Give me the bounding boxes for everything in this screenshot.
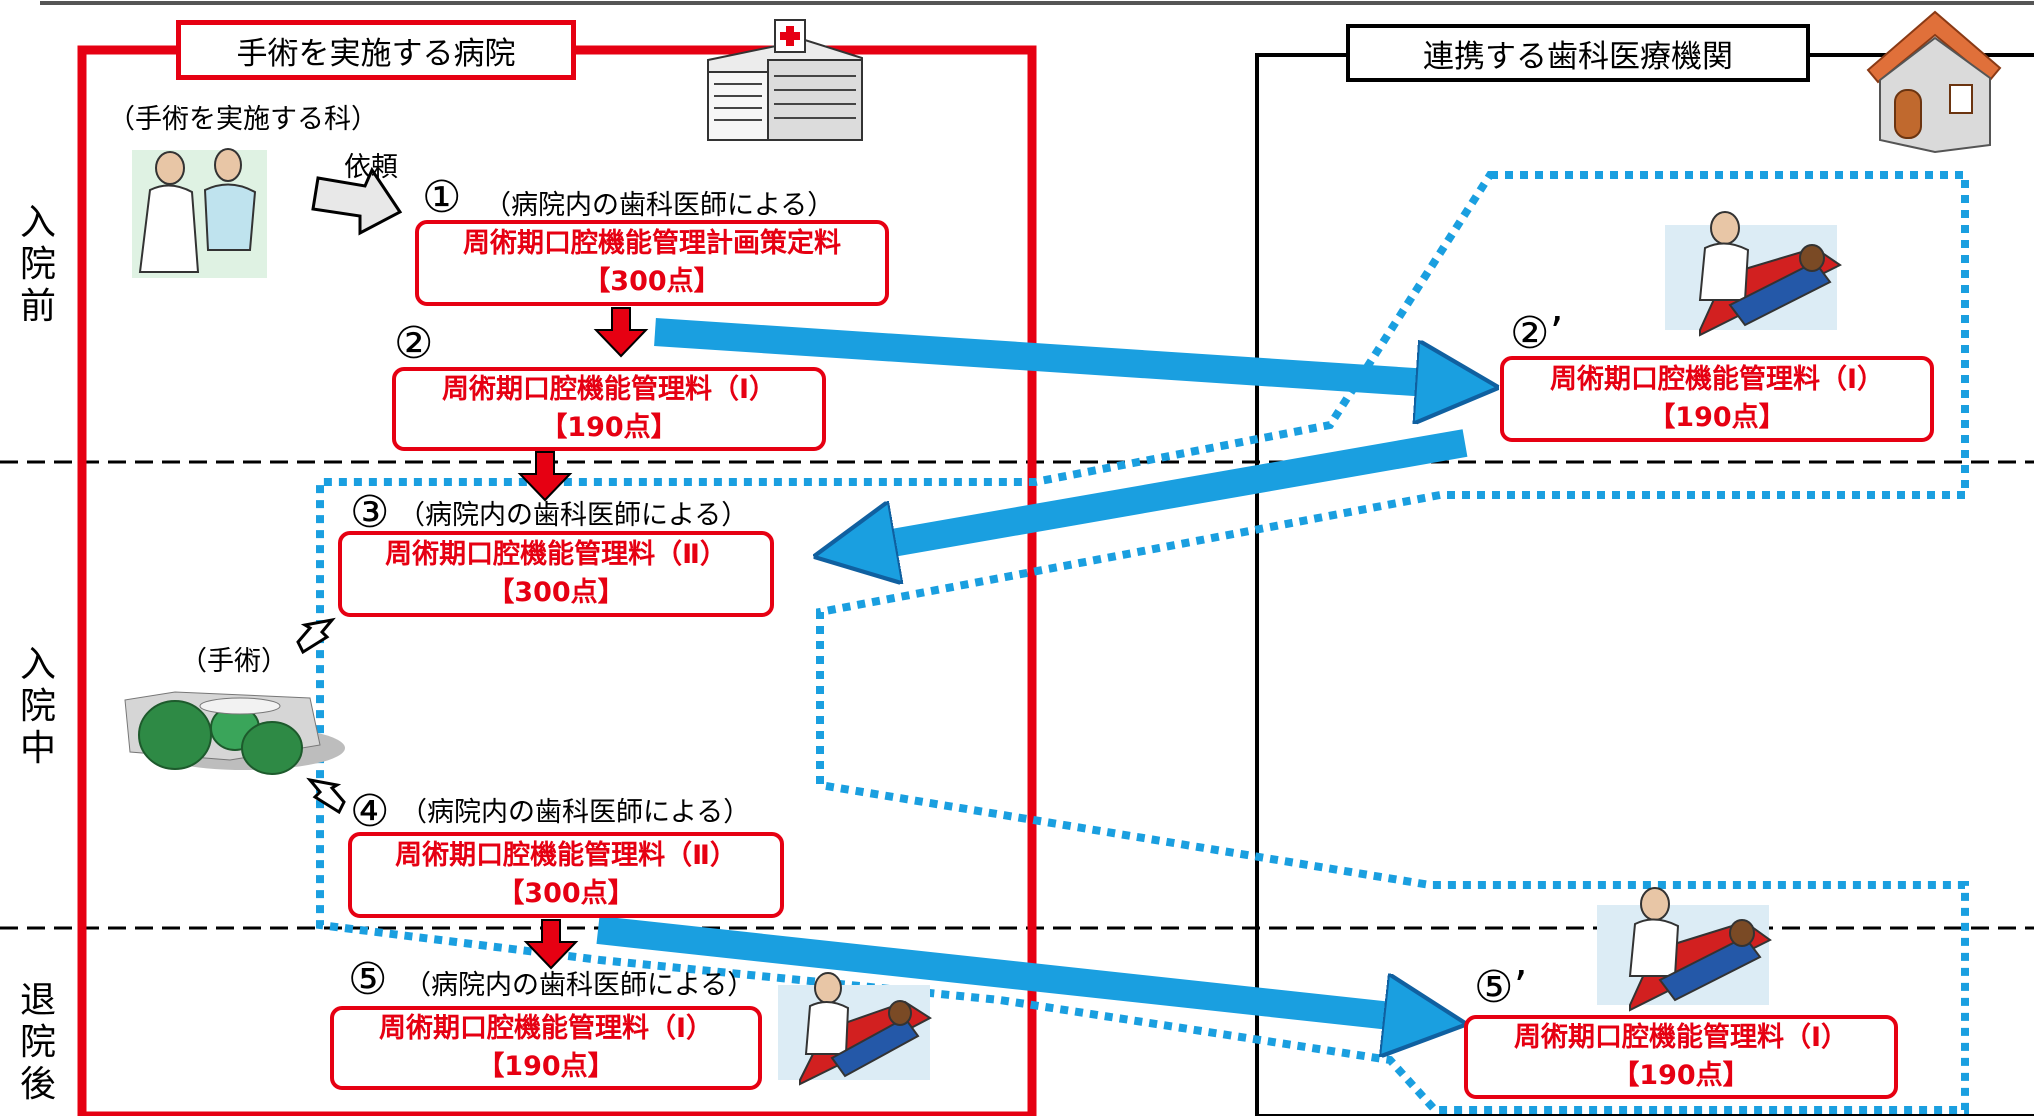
fee-name: 周術期口腔機能管理料（Ⅰ） <box>1513 1022 1849 1053</box>
dental-chair-icon <box>778 972 932 1086</box>
surgery-team-icon <box>124 691 345 775</box>
fee-points: 【190点】 <box>1648 402 1786 433</box>
red-down-arrows <box>517 307 649 970</box>
step-note: （病院内の歯科医師による） <box>400 797 751 828</box>
phase-label-before: 入院前 <box>19 202 56 327</box>
blue-flow-arrows <box>596 318 1465 1020</box>
dental-chair-icon <box>1597 887 1772 1012</box>
fee-points: 【300点】 <box>487 577 625 608</box>
dental-chair-icon <box>1665 211 1842 337</box>
fee-points: 【190点】 <box>1612 1060 1750 1091</box>
fee-box-step-2-dash: 周術期口腔機能管理料（Ⅰ） 【190点】 <box>1500 356 1934 442</box>
phase-label-during: 入院中 <box>19 644 56 769</box>
request-arrow <box>311 166 403 236</box>
step-number: ⑤’ <box>1474 962 1528 1013</box>
surgery-arrows <box>296 617 346 815</box>
step-number: ④ <box>350 786 390 837</box>
fee-box-step-2: 周術期口腔機能管理料（Ⅰ） 【190点】 <box>392 367 826 451</box>
phase-label-after: 退院後 <box>19 980 56 1105</box>
fee-box-step-5-dash: 周術期口腔機能管理料（Ⅰ） 【190点】 <box>1464 1015 1898 1099</box>
step-note: （病院内の歯科医師による） <box>404 970 755 1001</box>
fee-box-step-1: 周術期口腔機能管理計画策定料 【300点】 <box>415 220 889 306</box>
fee-name: 周術期口腔機能管理料（Ⅱ） <box>385 539 727 570</box>
fee-box-step-3: 周術期口腔機能管理料（Ⅱ） 【300点】 <box>338 531 774 617</box>
fee-box-step-4: 周術期口腔機能管理料（Ⅱ） 【300点】 <box>348 832 784 918</box>
step-number: ②’ <box>1510 308 1564 359</box>
step-number: ② <box>394 318 434 369</box>
request-label: 依頼 <box>344 152 398 183</box>
hospital-title: 手術を実施する病院 <box>176 20 576 80</box>
step-number: ① <box>422 172 462 223</box>
fee-points: 【190点】 <box>477 1051 615 1082</box>
step-note: （病院内の歯科医師による） <box>398 500 749 531</box>
fee-points: 【190点】 <box>540 412 678 443</box>
cooperation-region-dotted <box>316 171 1969 1114</box>
fee-points: 【300点】 <box>583 266 721 297</box>
department-label: （手術を実施する科） <box>108 104 378 135</box>
step-note: （病院内の歯科医師による） <box>484 190 835 221</box>
surgery-label: （手術） <box>180 646 288 677</box>
dental-house-icon <box>1866 10 2002 154</box>
fee-name: 周術期口腔機能管理料（Ⅰ） <box>1549 364 1885 395</box>
fee-name: 周術期口腔機能管理計画策定料 <box>463 228 841 259</box>
step-number: ⑤ <box>348 954 388 1005</box>
fee-name: 周術期口腔機能管理料（Ⅱ） <box>395 840 737 871</box>
step-number: ③ <box>350 487 390 538</box>
fee-name: 周術期口腔機能管理料（Ⅰ） <box>441 374 777 405</box>
dental-clinic-title: 連携する歯科医療機関 <box>1346 24 1810 82</box>
doctor-patient-icon <box>132 148 267 278</box>
fee-points: 【300点】 <box>497 878 635 909</box>
fee-name: 周術期口腔機能管理料（Ⅰ） <box>378 1013 714 1044</box>
fee-box-step-5: 周術期口腔機能管理料（Ⅰ） 【190点】 <box>330 1006 762 1090</box>
hospital-building-icon <box>707 19 863 142</box>
